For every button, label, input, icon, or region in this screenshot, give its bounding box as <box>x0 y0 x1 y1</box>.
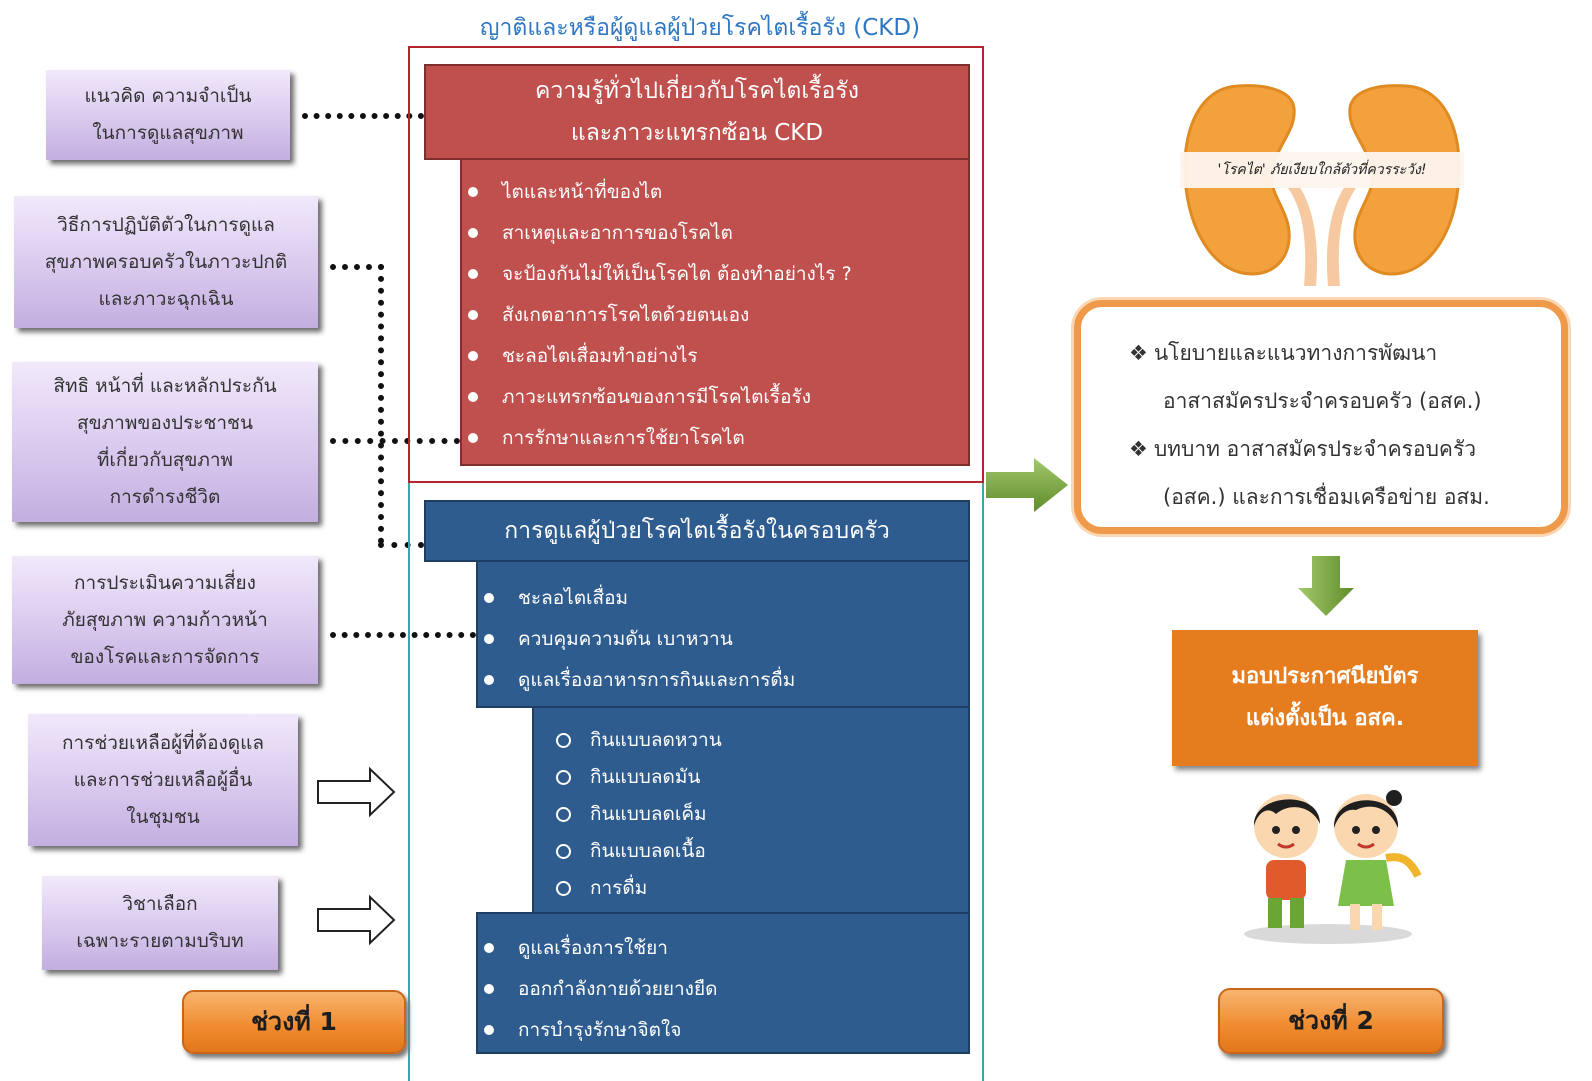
list-item: การบำรุงรักษาจิตใจ <box>478 1010 968 1051</box>
red-section-frame <box>408 46 984 483</box>
connector-dotted <box>330 438 460 444</box>
policy-line: (อสค.) และการเชื่อมเครือข่าย อสม. <box>1163 485 1490 509</box>
sub-list-item: กินแบบลดหวาน <box>534 722 968 759</box>
topic-box-rights: สิทธิ หน้าที่ และหลักประกัน สุขภาพของประ… <box>12 362 318 522</box>
policy-line: ❖บทบาท อาสาสมัครประจำครอบครัว <box>1129 437 1477 461</box>
kidney-banner-text: 'โรคไต' ภัยเงียบใกล้ตัวที่ควรระวัง! <box>1217 162 1427 178</box>
list-item: ไตและหน้าที่ของไต <box>462 172 968 213</box>
kidney-illustration-icon <box>1180 84 1464 286</box>
blue-section-frame <box>408 483 984 1081</box>
topic-box-risk-assessment: การประเมินความเสี่ยง ภัยสุขภาพ ความก้าวห… <box>12 556 318 684</box>
list-item: ชะลอไตเสื่อมทำอย่างไร <box>462 336 968 377</box>
sub-list-item: กินแบบลดเค็ม <box>534 796 968 833</box>
list-item: การรักษาและการใช้ยาโรคไต <box>462 418 968 459</box>
topic-box-elective: วิชาเลือก เฉพาะรายตามบริบท <box>42 876 278 970</box>
list-item: ชะลอไตเสื่อม <box>478 578 968 619</box>
policy-box: ❖นโยบายและแนวทางการพัฒนา อาสาสมัครประจำค… <box>1074 300 1568 534</box>
phase-1-label: ช่วงที่ 1 <box>182 990 406 1054</box>
phase-2-label: ช่วงที่ 2 <box>1218 988 1444 1054</box>
page-title: ญาติและหรือผู้ดูแลผู้ป่วยโรคไตเรื้อรัง (… <box>479 15 921 41</box>
blue-section-sublist: กินแบบลดหวาน กินแบบลดมัน กินแบบลดเค็ม กิ… <box>532 706 970 914</box>
diamond-bullet-icon: ❖ <box>1129 437 1148 461</box>
blue-section-list-bottom: ดูแลเรื่องการใช้ยา ออกกำลังกายด้วยยางยืด… <box>476 912 970 1054</box>
topic-box-community-help: การช่วยเหลือผู้ที่ต้องดูแล และการช่วยเหล… <box>28 714 298 846</box>
certificate-banner: มอบประกาศนียบัตร แต่งตั้งเป็น อสค. <box>1172 630 1478 766</box>
hollow-arrow-icon <box>317 766 396 818</box>
list-item: สาเหตุและอาการของโรคไต <box>462 213 968 254</box>
connector-dotted <box>378 542 424 548</box>
list-item: สังเกตอาการโรคไตด้วยตนเอง <box>462 295 968 336</box>
list-item: ควบคุมความดัน เบาหวาน <box>478 619 968 660</box>
connector-dotted <box>378 264 384 544</box>
policy-line: อาสาสมัครประจำครอบครัว (อสค.) <box>1163 389 1482 413</box>
hollow-arrow-icon <box>317 894 396 946</box>
list-item: ดูแลเรื่องอาหารการกินและการดื่ม <box>478 660 968 701</box>
arrow-down-icon <box>1298 556 1354 616</box>
sub-list-item: กินแบบลดเนื้อ <box>534 833 968 870</box>
blue-section-list-top: ชะลอไตเสื่อม ควบคุมความดัน เบาหวาน ดูแลเ… <box>476 560 970 708</box>
connector-dotted <box>330 264 384 270</box>
sub-list-item: การดื่ม <box>534 870 968 907</box>
red-section-list: ไตและหน้าที่ของไต สาเหตุและอาการของโรคไต… <box>460 158 970 466</box>
topic-box-concept: แนวคิด ความจำเป็น ในการดูแลสุขภาพ <box>46 70 290 160</box>
topic-box-family-care: วิธีการปฏิบัติตัวในการดูแล สุขภาพครอบครั… <box>14 196 318 328</box>
list-item: ดูแลเรื่องการใช้ยา <box>478 928 968 969</box>
sub-list-item: กินแบบลดมัน <box>534 759 968 796</box>
list-item: ภาวะแทรกซ้อนของการมีโรคไตเรื้อรัง <box>462 377 968 418</box>
arrow-right-icon <box>986 458 1068 512</box>
diamond-bullet-icon: ❖ <box>1129 341 1148 365</box>
list-item: จะป้องกันไม่ให้เป็นโรคไต ต้องทำอย่างไร ? <box>462 254 968 295</box>
connector-dotted <box>330 632 476 638</box>
policy-line: ❖นโยบายและแนวทางการพัฒนา <box>1129 341 1438 365</box>
connector-dotted <box>302 113 424 119</box>
children-illustration-icon <box>1244 790 1422 944</box>
blue-section-header: การดูแลผู้ป่วยโรคไตเรื้อรังในครอบครัว <box>424 500 970 562</box>
list-item: ออกกำลังกายด้วยยางยืด <box>478 969 968 1010</box>
red-section-header: ความรู้ทั่วไปเกี่ยวกับโรคไตเรื้อรัง และภ… <box>424 64 970 160</box>
